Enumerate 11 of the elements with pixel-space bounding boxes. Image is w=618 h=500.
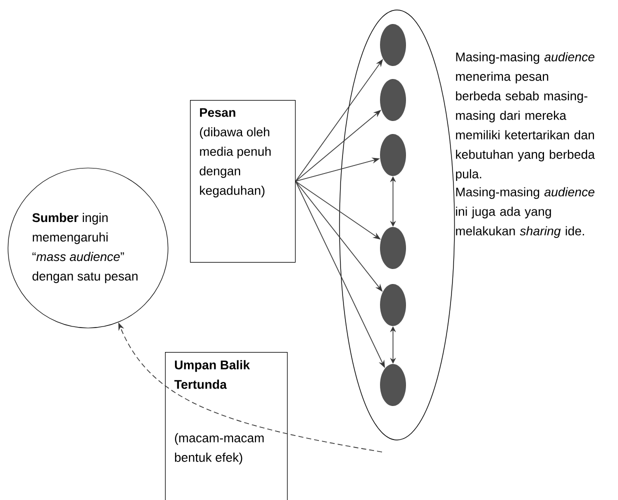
text-box: Umpan Balik Tertunda (macam-macam bentuk efek) bbox=[165, 352, 288, 500]
audience-dot bbox=[380, 79, 406, 121]
text-box: Pesan (dibawa oleh media penuh dengan kegaduhan) bbox=[190, 100, 296, 263]
audience-dot bbox=[380, 364, 406, 406]
audience-dot bbox=[380, 284, 406, 326]
note-text: Masing-masing audience menerima pesan berbeda sebab masing-masing dari mereka memiliki ketertarikan dan kebutuhan yang berbeda pula. bbox=[456, 52, 595, 181]
audience-ellipse bbox=[339, 10, 455, 440]
audience-dot bbox=[380, 227, 406, 269]
note-text: Masing-masing audience ini juga ada yang melakukan sharing ide. bbox=[456, 187, 594, 238]
audience-dot bbox=[380, 24, 406, 66]
audience-dot bbox=[380, 134, 406, 176]
